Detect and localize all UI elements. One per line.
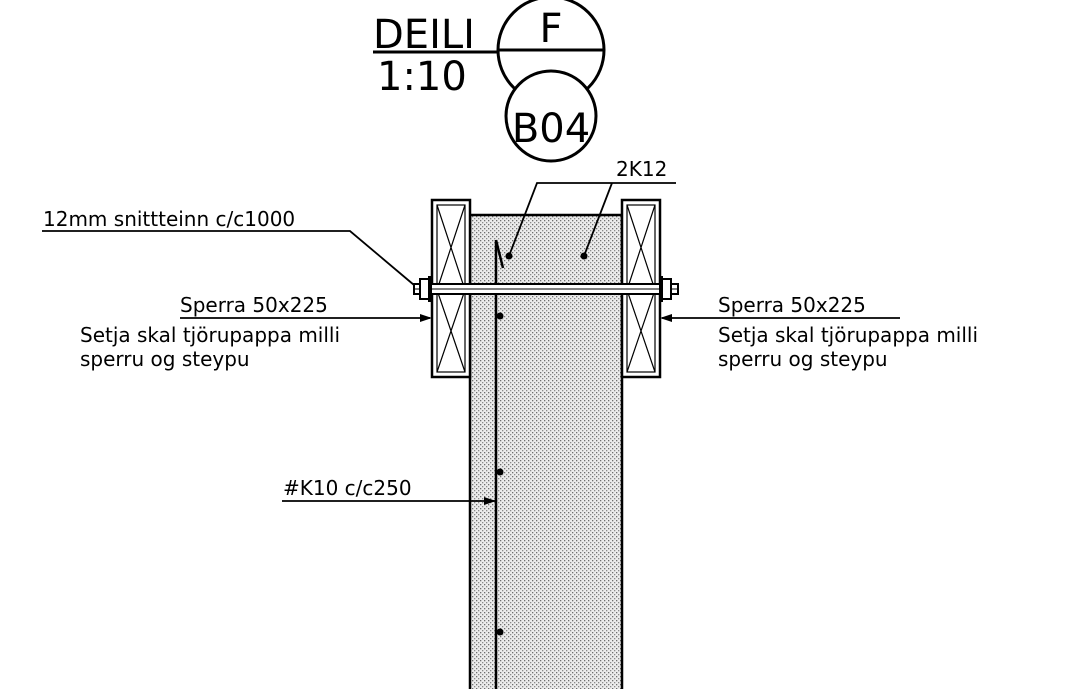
arrow-right-rafter [660, 314, 672, 322]
label-bolt: 12mm snittteinn c/c1000 [43, 207, 295, 231]
leader-arrows [420, 314, 672, 505]
leader-2k12 [508, 182, 676, 257]
bolt-washer-right [659, 276, 663, 302]
detail-title-block: DEILI 1:10 F B04 [373, 0, 606, 163]
arrow-mesh [484, 497, 496, 505]
label-mesh: #K10 c/c250 [283, 476, 412, 500]
through-bolt [413, 276, 679, 302]
leader-bolt [42, 230, 415, 286]
leader-2k12-b [583, 182, 613, 257]
rebar-dot [496, 628, 504, 636]
reinforcement [494, 239, 588, 689]
sheet-ref: B04 [512, 106, 590, 152]
annotation-text: 2K12 12mm snittteinn c/c1000 Sperra 50x2… [43, 157, 978, 500]
label-left-rafter-note-1: Setja skal tjörupappa milli [80, 323, 340, 347]
leaders [42, 182, 900, 502]
rebar-hook [494, 239, 505, 269]
rebar-dot [496, 468, 504, 476]
rebar-dot [580, 252, 588, 260]
arrow-left-rafter [420, 314, 432, 322]
sheet-ref-circle [504, 69, 598, 163]
detail-scale: 1:10 [377, 54, 467, 100]
rebar-dot [505, 252, 513, 260]
label-right-rafter-note-2: sperru og steypu [718, 347, 888, 371]
bolt-washer-left [428, 276, 432, 302]
rebar-dot [496, 312, 504, 320]
label-right-rafter-note-1: Setja skal tjörupappa milli [718, 323, 978, 347]
label-2k12: 2K12 [616, 157, 667, 181]
label-left-rafter-note-2: sperru og steypu [80, 347, 250, 371]
label-right-rafter-title: Sperra 50x225 [718, 293, 866, 317]
detail-id: F [539, 6, 562, 52]
detail-title: DEILI [373, 12, 475, 58]
label-left-rafter-title: Sperra 50x225 [180, 293, 328, 317]
